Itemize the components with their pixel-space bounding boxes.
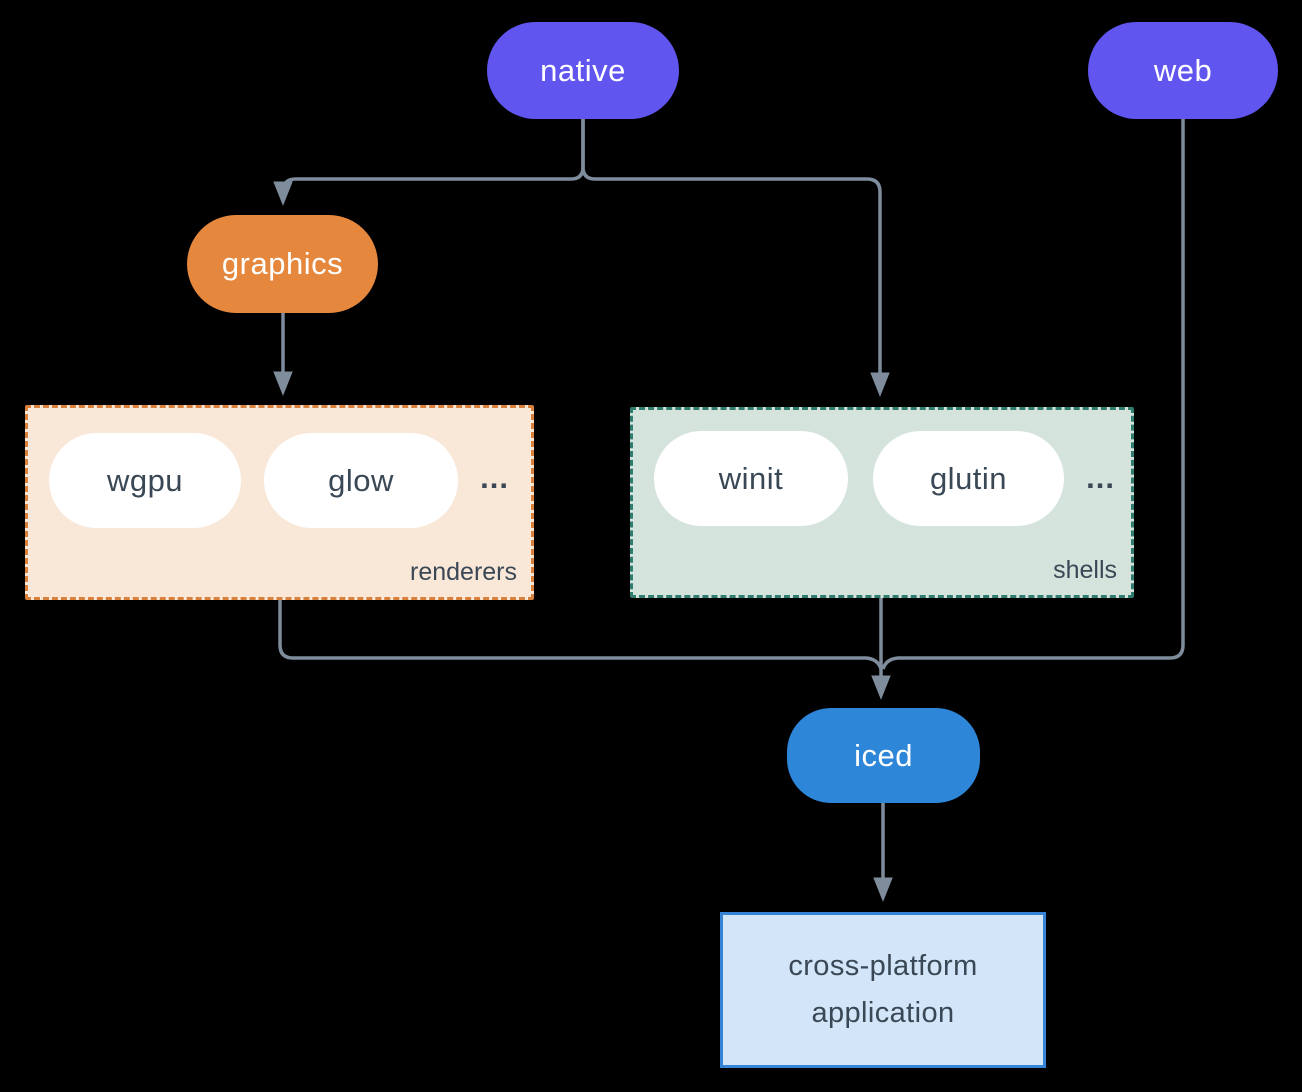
node-graphics-label: graphics [221,246,344,281]
node-winit-label: winit [718,460,784,496]
shells-group-label: shells [1053,556,1117,584]
app-label-line-1: cross-platform [788,950,978,982]
node-glutin: glutin [873,431,1064,526]
node-glutin-label: glutin [929,460,1008,496]
node-native: native [487,22,679,119]
shells-ellipsis: ... [1086,460,1115,495]
node-wgpu: wgpu [49,433,241,528]
node-cross-platform-application: cross-platform application [720,912,1046,1068]
group-renderers: wgpu glow ... renderers [25,405,534,600]
node-native-label: native [540,52,626,88]
node-wgpu-label: wgpu [106,462,184,498]
app-label-line-2: application [811,997,955,1029]
edge-renderers-merge [278,600,883,670]
edge-native-graphics [273,119,585,206]
group-shells: winit glutin ... shells [630,407,1134,598]
node-iced: iced [787,708,980,803]
node-iced-label: iced [854,737,913,773]
node-graphics: graphics [187,215,378,313]
renderers-group-label: renderers [410,558,517,586]
node-glow: glow [264,433,458,528]
node-glow-label: glow [328,462,394,498]
node-web-label: web [1153,52,1213,88]
node-web: web [1088,22,1278,119]
edge-native-shells [581,119,890,397]
renderers-ellipsis: ... [480,460,509,495]
node-winit: winit [654,431,848,526]
